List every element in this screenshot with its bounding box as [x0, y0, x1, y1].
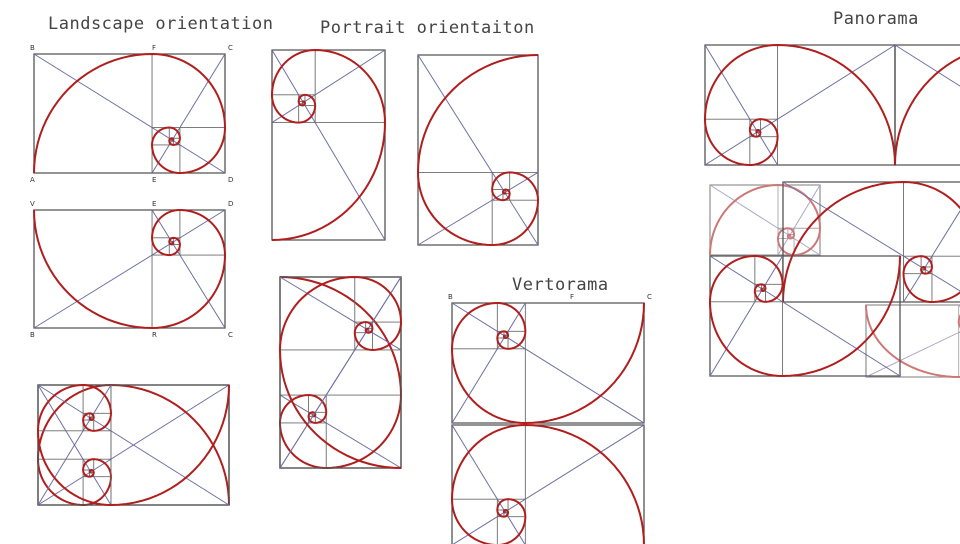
diagonal-line — [865, 331, 960, 378]
diagonal-line — [279, 276, 402, 351]
title-portrait: Portrait orientaiton — [320, 18, 535, 38]
spiral-curve — [865, 304, 960, 379]
diagonal-line — [37, 384, 112, 506]
diagonal-line — [903, 210, 960, 303]
spiral-curve — [278, 275, 403, 469]
diagonal-line — [271, 49, 386, 241]
spiral-curve — [278, 276, 403, 470]
frame — [865, 304, 960, 378]
point-label: F — [152, 44, 156, 52]
point-label: D — [228, 176, 233, 184]
diagonal-line — [451, 302, 645, 424]
diagonal-line — [151, 209, 226, 329]
portrait-diagram-3b — [278, 275, 403, 469]
diagonal-line — [33, 53, 226, 174]
spiral-curve — [33, 52, 227, 175]
point-label: D — [228, 200, 233, 208]
portrait-diagram-2 — [416, 54, 540, 247]
point-label: E — [152, 176, 156, 184]
diagonal-line — [709, 184, 821, 256]
portrait-diagram-1 — [270, 48, 387, 241]
point-label: F — [570, 293, 574, 301]
point-label: B — [448, 293, 453, 301]
landscape-diagram-1 — [33, 52, 227, 175]
point-label: A — [30, 176, 35, 184]
title-landscape: Landscape orientation — [48, 14, 274, 34]
panorama-diagram-2a — [709, 183, 822, 257]
point-label: R — [152, 331, 157, 339]
spiral-curve — [36, 383, 230, 507]
diagonal-line — [894, 44, 960, 87]
diagonal-line — [451, 424, 526, 544]
point-label: B — [30, 44, 35, 52]
panorama-diagram-2d — [865, 304, 960, 379]
point-label: C — [647, 293, 652, 301]
spiral-curve — [782, 180, 960, 304]
diagonal-line — [704, 44, 779, 166]
diagonal-line — [279, 394, 402, 469]
diagonal-line — [271, 49, 386, 123]
diagonal-line — [451, 302, 526, 424]
spiral-curve — [450, 423, 645, 544]
spiral-curve — [450, 301, 645, 425]
point-label: C — [228, 331, 233, 339]
spiral-curve — [416, 54, 540, 247]
landscape-diagram-2 — [33, 208, 227, 330]
diagonal-line — [151, 53, 226, 174]
panorama-diagram-1a — [703, 43, 896, 167]
panorama-diagram-1b — [894, 44, 960, 166]
spiral-curve — [708, 254, 901, 378]
diagonal-line — [709, 255, 784, 377]
title-vertorama: Vertorama — [512, 275, 609, 295]
diagonal-line — [33, 209, 226, 329]
spiral-curve — [33, 208, 227, 330]
spiral-curve — [36, 383, 230, 507]
title-panorama: Panorama — [833, 9, 919, 29]
diagonal-line — [417, 54, 539, 246]
point-label: E — [152, 200, 156, 208]
diagonal-line — [417, 171, 539, 246]
point-label: C — [228, 44, 233, 52]
diagonal-line — [704, 44, 896, 166]
panorama-diagram-2c — [708, 254, 901, 378]
vertorama-diagram-top — [450, 301, 645, 425]
point-label: B — [30, 331, 35, 339]
point-label: V — [30, 200, 35, 208]
vertorama-diagram-bottom — [450, 423, 645, 544]
landscape-diagram-3b — [36, 383, 230, 507]
spiral-curve — [894, 56, 960, 166]
diagonal-line — [452, 424, 645, 544]
diagonal-line — [782, 181, 960, 292]
diagonal-line — [37, 384, 230, 506]
diagonal-line — [279, 276, 402, 469]
spiral-curve — [270, 48, 387, 241]
diagonal-line — [709, 255, 901, 377]
spiral-curve — [703, 43, 896, 167]
diagonal-line — [777, 184, 821, 256]
frame — [894, 44, 960, 166]
